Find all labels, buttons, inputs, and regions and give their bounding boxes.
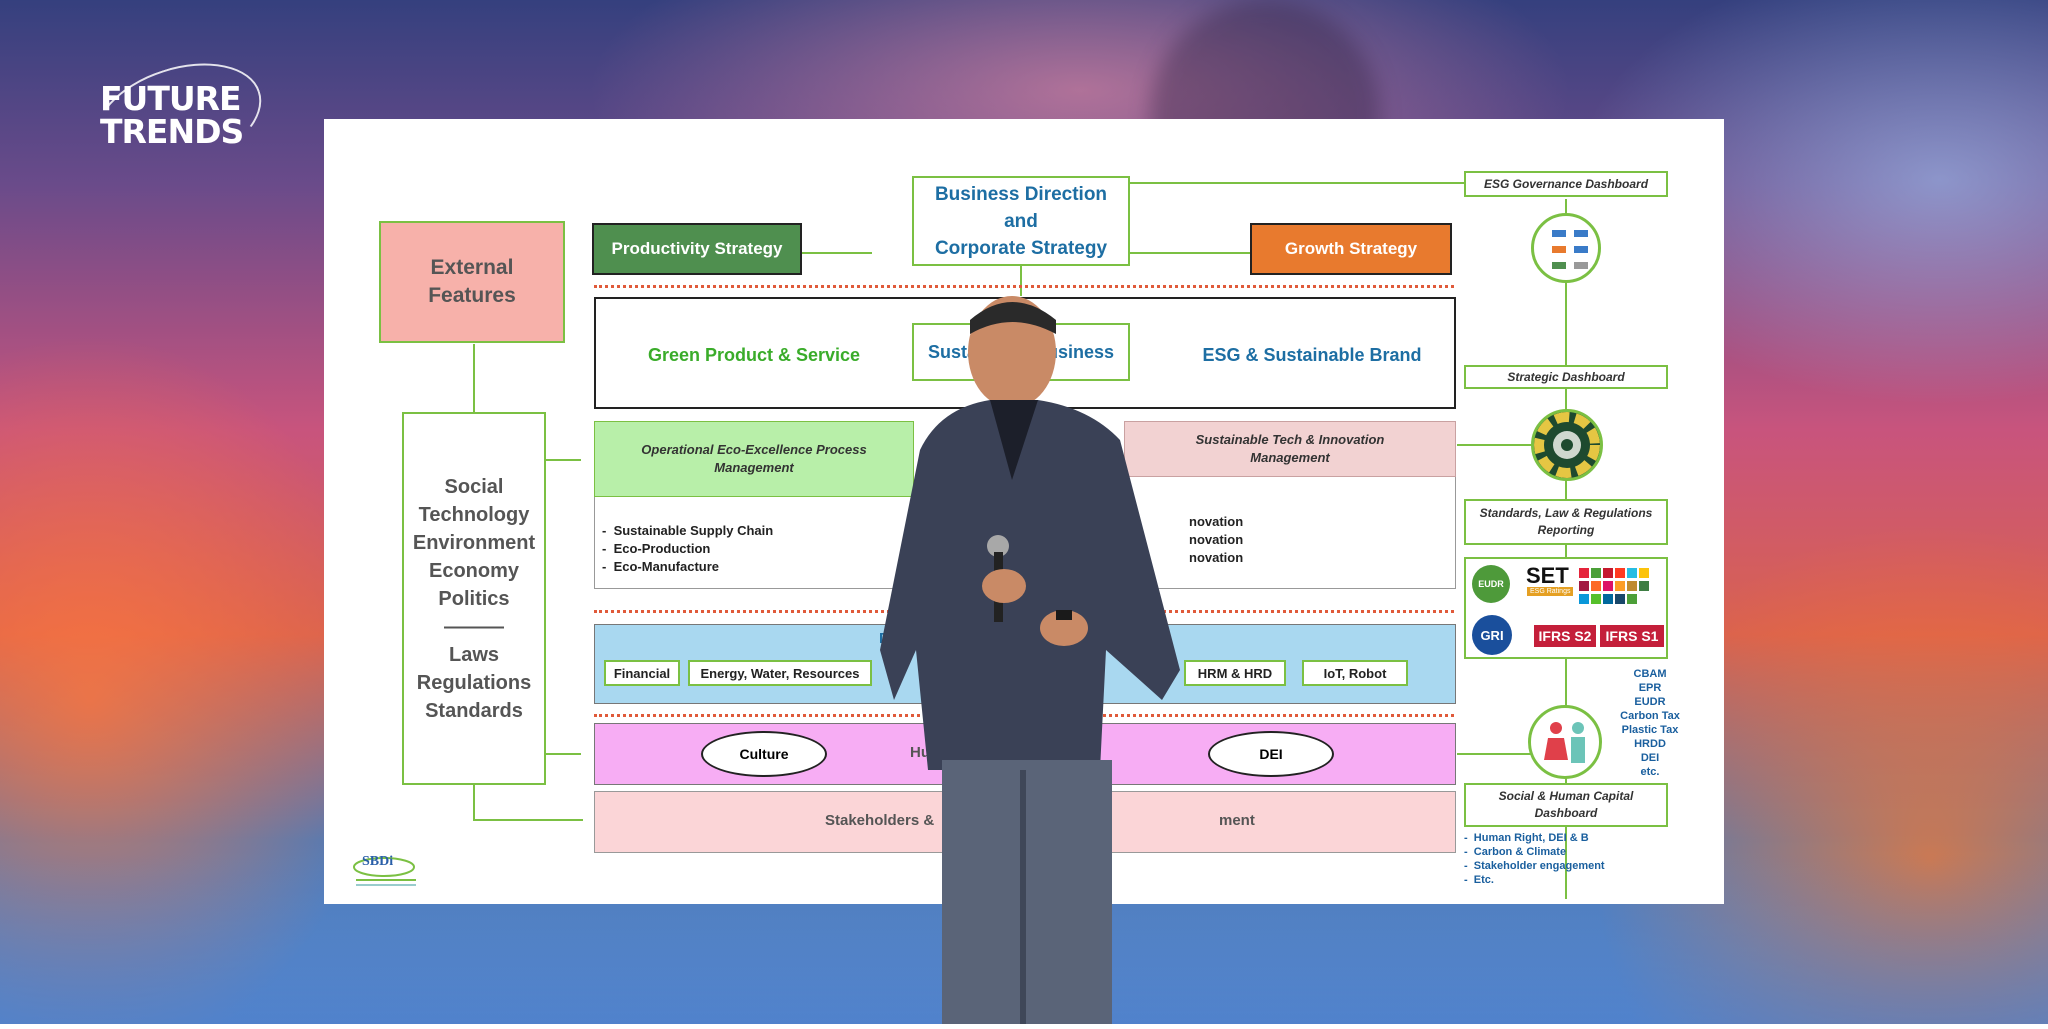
social-list: - Human Right, DEI & B - Carbon & Climat… bbox=[1464, 831, 1605, 887]
connector bbox=[1130, 252, 1250, 254]
tech-header: Sustainable Tech & Innovation Management bbox=[1124, 421, 1456, 477]
list-item: novation bbox=[1189, 550, 1244, 565]
esg-governance-label: ESG Governance Dashboard bbox=[1464, 171, 1668, 197]
list-item: - Carbon & Climate bbox=[1464, 846, 1567, 858]
people-thumbnail bbox=[1528, 705, 1602, 779]
external-features-box: External Features bbox=[379, 221, 565, 343]
list-item: Plastic Tax bbox=[1621, 724, 1679, 736]
ifrs-s1-logo: IFRS S1 bbox=[1600, 625, 1664, 647]
list-item: EPR bbox=[1638, 682, 1662, 694]
dashboard-thumbnail bbox=[1531, 213, 1601, 283]
list-item: CBAM bbox=[1633, 668, 1667, 680]
divider-dotted bbox=[594, 285, 1454, 288]
flowchart-icon bbox=[1552, 230, 1588, 269]
people-icon bbox=[1544, 722, 1585, 763]
speaker-figure bbox=[880, 290, 1240, 1024]
data-tag: Energy, Water, Resources bbox=[688, 660, 872, 686]
business-direction-box: Business Direction and Corporate Strateg… bbox=[912, 176, 1130, 266]
sbdi-logo-graphic: SBDi bbox=[353, 854, 416, 886]
connector bbox=[1020, 266, 1022, 296]
data-tag: Financial bbox=[604, 660, 680, 686]
connector bbox=[545, 753, 581, 755]
productivity-strategy-box: Productivity Strategy bbox=[592, 223, 802, 275]
list-item: novation bbox=[1189, 514, 1244, 529]
regulations-list: CBAM EPR EUDR Carbon Tax Plastic Tax HRD… bbox=[1620, 667, 1680, 779]
dei-oval: DEI bbox=[1208, 731, 1334, 777]
data-tag: IoT, Robot bbox=[1302, 660, 1408, 686]
list-item: - Human Right, DEI & B bbox=[1464, 832, 1589, 844]
sdg-icons bbox=[1579, 568, 1649, 604]
logo-line1: FUTURE bbox=[100, 79, 242, 118]
speaker-silhouette bbox=[880, 296, 1180, 1024]
logo-line2: TRENDS bbox=[100, 112, 244, 151]
esg-brand-label: ESG & Sustainable Brand bbox=[1202, 344, 1422, 365]
list-item: etc. bbox=[1640, 766, 1660, 778]
gri-logo: GRI bbox=[1472, 615, 1512, 655]
operational-list: - Sustainable Supply Chain - Eco-Product… bbox=[602, 522, 773, 576]
list-item: - Etc. bbox=[1464, 874, 1494, 886]
set-esg-ratings: ESG Ratings bbox=[1527, 587, 1574, 596]
list-item: - Sustainable Supply Chain bbox=[602, 523, 774, 538]
list-item: novation bbox=[1189, 532, 1244, 547]
strategic-dashboard-label: Strategic Dashboard bbox=[1464, 365, 1668, 389]
growth-strategy-box: Growth Strategy bbox=[1250, 223, 1452, 275]
connector bbox=[1565, 199, 1567, 899]
sdg-wheel bbox=[1531, 409, 1603, 481]
connector bbox=[473, 344, 475, 424]
culture-oval: Culture bbox=[701, 731, 827, 777]
sbdi-logo-text: SBDi bbox=[362, 854, 393, 869]
list-item: - Eco-Manufacture bbox=[602, 559, 720, 574]
list-item: Carbon Tax bbox=[1620, 710, 1680, 722]
ifrs-s2-logo: IFRS S2 bbox=[1534, 625, 1596, 647]
tech-list: novation novation novation bbox=[1189, 513, 1243, 567]
connector bbox=[1457, 444, 1567, 446]
connector bbox=[1130, 182, 1510, 184]
list-item: - Eco-Production bbox=[602, 541, 711, 556]
connector bbox=[545, 459, 581, 461]
stakeholders-label-left: Stakeholders & bbox=[825, 812, 935, 829]
green-product-label: Green Product & Service bbox=[647, 344, 861, 365]
standards-label: Standards, Law & Regulations Reporting bbox=[1464, 499, 1668, 545]
list-item: DEI bbox=[1640, 752, 1660, 764]
set-logo: SET bbox=[1526, 563, 1569, 588]
pillars-box: Social Technology Environment Economy Po… bbox=[402, 412, 546, 785]
list-item: - Stakeholder engagement bbox=[1464, 860, 1605, 872]
list-item: EUDR bbox=[1634, 696, 1666, 708]
social-dashboard-label: Social & Human Capital Dashboard bbox=[1464, 783, 1668, 827]
connector bbox=[802, 252, 872, 254]
sdg-icons-grid bbox=[1579, 568, 1651, 606]
connector bbox=[473, 783, 475, 821]
operational-header: Operational Eco-Excellence Process Manag… bbox=[594, 421, 914, 497]
stakeholders-label-right: ment bbox=[1219, 812, 1255, 829]
data-tag: HRM & HRD bbox=[1184, 660, 1286, 686]
sdg-wheel-icon bbox=[1534, 412, 1600, 478]
future-trends-logo: FUTURE TRENDS bbox=[80, 43, 276, 193]
sbdi-logo: SBDi bbox=[348, 843, 428, 889]
connector bbox=[473, 819, 583, 821]
list-item: HRDD bbox=[1634, 738, 1666, 750]
eudr-logo: EUDR bbox=[1472, 565, 1510, 603]
connector bbox=[1457, 753, 1567, 755]
